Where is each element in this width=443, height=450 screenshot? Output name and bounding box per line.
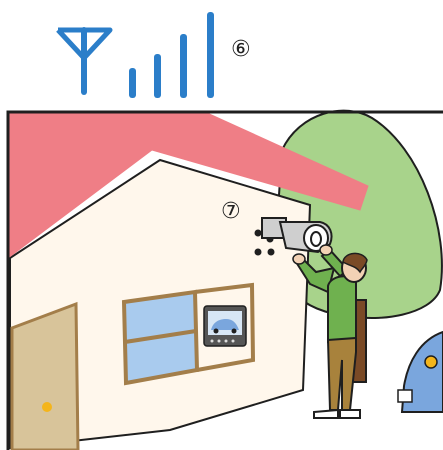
signal-bar-4 [207, 12, 214, 98]
door [12, 304, 78, 450]
antenna-icon [58, 30, 110, 92]
intercom-monitor-icon [204, 306, 246, 346]
signal-bar-3 [180, 34, 187, 98]
door-knob [42, 402, 52, 412]
signal-bar-2 [154, 54, 161, 98]
signal-bar-1 [129, 68, 136, 98]
signal-bars-icon [129, 12, 214, 98]
signal-marker-label: ⑥ [231, 37, 251, 62]
camera-marker-label: ⑦ [221, 199, 241, 224]
